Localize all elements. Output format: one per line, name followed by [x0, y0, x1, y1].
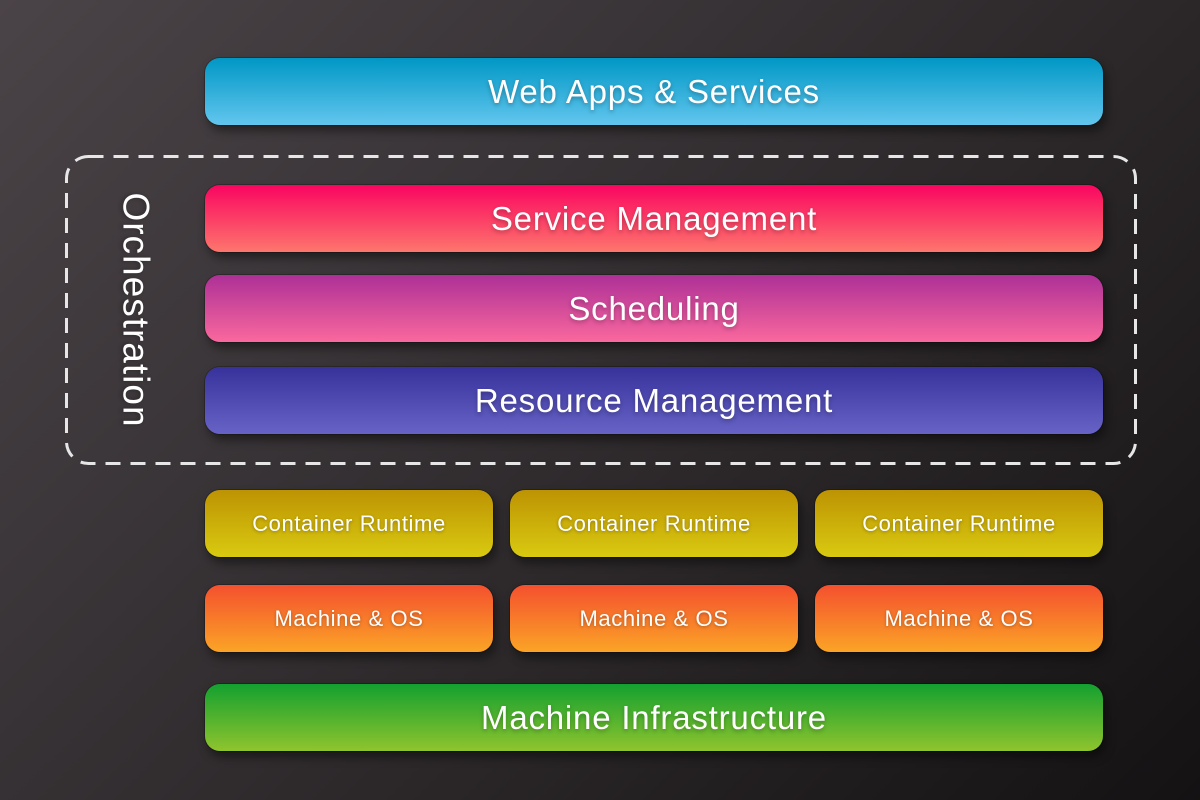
container-runtime-label: Container Runtime: [862, 510, 1056, 536]
node-container-runtime-1: Container Runtime: [205, 490, 493, 557]
orchestration-dashed-border: [65, 155, 1137, 465]
machine-os-label: Machine & OS: [274, 605, 424, 631]
machine-os-label: Machine & OS: [884, 605, 1034, 631]
node-container-runtime-2: Container Runtime: [510, 490, 798, 557]
layer-resource-management: Resource Management: [205, 367, 1103, 434]
node-machine-os-3: Machine & OS: [815, 585, 1103, 652]
node-container-runtime-3: Container Runtime: [815, 490, 1103, 557]
scheduling-label: Scheduling: [568, 289, 740, 327]
resource-management-label: Resource Management: [474, 381, 834, 419]
layer-web-apps-services: Web Apps & Services: [205, 58, 1103, 125]
node-machine-os-1: Machine & OS: [205, 585, 493, 652]
layer-scheduling: Scheduling: [205, 275, 1103, 342]
service-management-label: Service Management: [490, 199, 818, 237]
container-runtime-label: Container Runtime: [557, 510, 751, 536]
layer-machine-infrastructure: Machine Infrastructure: [205, 684, 1103, 751]
layer-service-management: Service Management: [205, 185, 1103, 252]
orchestration-label: Orchestration: [116, 192, 157, 428]
orchestration-group: Orchestration: [65, 155, 207, 465]
container-runtime-label: Container Runtime: [252, 510, 446, 536]
machine-os-label: Machine & OS: [579, 605, 729, 631]
machine-infrastructure-label: Machine Infrastructure: [481, 698, 827, 736]
web-apps-services-label: Web Apps & Services: [488, 72, 820, 110]
node-machine-os-2: Machine & OS: [510, 585, 798, 652]
